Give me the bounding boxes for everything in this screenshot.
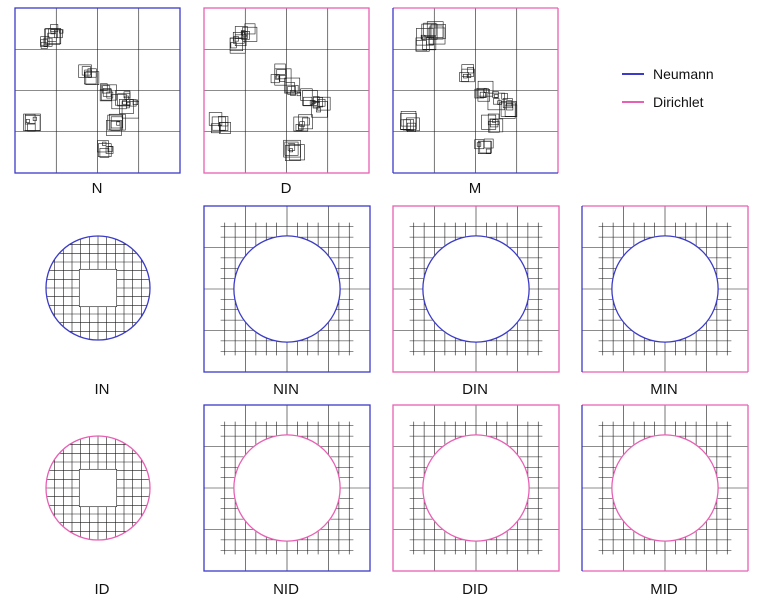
panel-din	[392, 205, 560, 373]
panel-did	[392, 404, 560, 572]
panel-id	[45, 435, 151, 541]
panel-label-d: D	[280, 180, 292, 197]
panel-in	[45, 235, 151, 341]
panel-label-mid: MID	[650, 581, 678, 598]
legend: Neumann Dirichlet	[622, 64, 714, 120]
panel-label-min: MIN	[650, 381, 678, 398]
panel-label-nin: NIN	[273, 381, 299, 398]
panel-label-n: N	[91, 180, 103, 197]
neumann-swatch	[622, 73, 644, 75]
dirichlet-swatch	[622, 101, 644, 103]
panel-nin	[203, 205, 371, 373]
legend-label-neumann: Neumann	[653, 66, 714, 82]
legend-entry-neumann: Neumann	[622, 64, 714, 84]
panel-label-in: IN	[94, 381, 110, 398]
legend-entry-dirichlet: Dirichlet	[622, 92, 714, 112]
panel-label-did: DID	[462, 581, 488, 598]
panel-min	[581, 205, 749, 373]
legend-label-dirichlet: Dirichlet	[653, 94, 704, 110]
panel-d	[203, 7, 370, 174]
panel-m	[392, 7, 559, 174]
panel-label-m: M	[468, 180, 482, 197]
panel-n	[14, 7, 181, 174]
panel-nid	[203, 404, 371, 572]
panel-label-nid: NID	[273, 581, 299, 598]
panel-label-id: ID	[94, 581, 110, 598]
panel-mid	[581, 404, 749, 572]
panel-label-din: DIN	[462, 381, 488, 398]
